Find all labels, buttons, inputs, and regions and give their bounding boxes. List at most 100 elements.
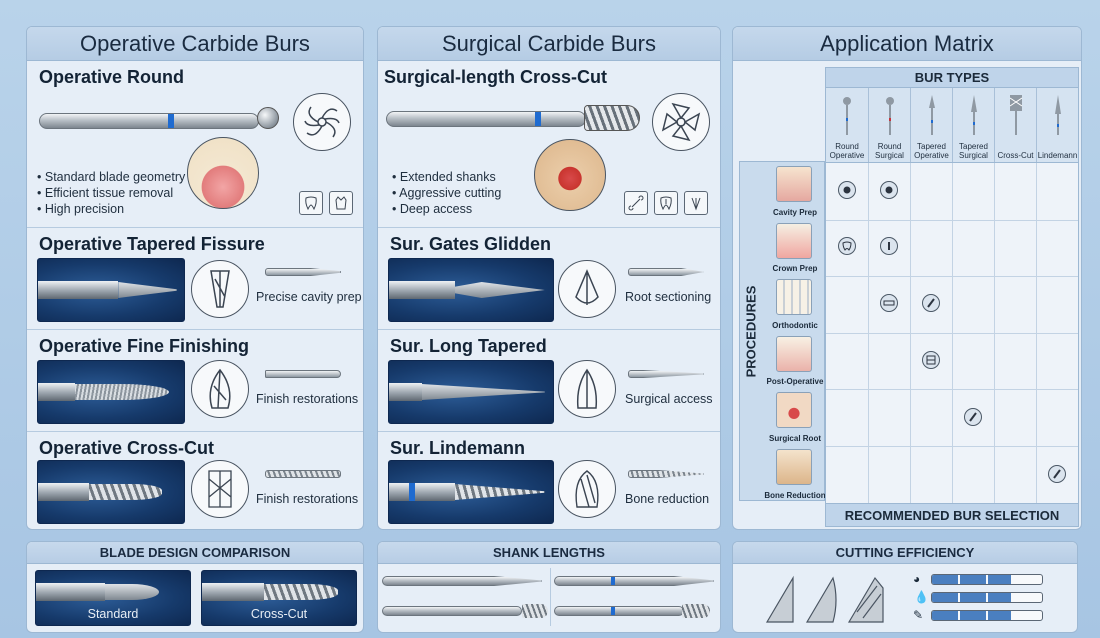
procedure-post-operative: Post-Operative xyxy=(762,332,823,389)
surgical-panel-title: Surgical Carbide Burs xyxy=(378,27,720,61)
operative-round-features: Standard blade geometry Efficient tissue… xyxy=(37,169,185,217)
bur-type-label: Tapered Operative xyxy=(914,142,949,160)
crosscut-blade-photo: Cross-Cut xyxy=(201,570,357,626)
braces-mark-icon xyxy=(880,294,898,312)
surgical-crosscut-title: Surgical-length Cross-Cut xyxy=(384,67,608,87)
round-head xyxy=(257,107,279,129)
bone-reduction-image xyxy=(776,449,812,485)
surgical-lindemann-desc: Bone reduction xyxy=(625,492,710,506)
bur-type-label: Tapered Surgical xyxy=(959,142,988,160)
procedure-name: Surgical Root xyxy=(768,433,821,443)
short-shank-crosscut-bur xyxy=(382,606,522,616)
bur-mark-icon xyxy=(1048,465,1066,483)
efficiency-bar-1 xyxy=(931,574,1043,585)
bur-types-title: BUR TYPES xyxy=(826,68,1078,88)
tapered-fissure-photo xyxy=(37,258,185,322)
bur-type-label: Round Operative xyxy=(829,142,865,160)
speed-icon: ◕ xyxy=(913,572,921,586)
short-shank-bur xyxy=(382,576,542,586)
long-cross-section-icon xyxy=(558,360,616,418)
procedure-crown-prep: Crown Prep xyxy=(762,219,822,276)
application-grid xyxy=(825,163,1079,503)
post-operative-image xyxy=(776,335,812,372)
operative-tapered-desc: Precise cavity prep xyxy=(256,290,362,304)
operative-panel: Operative Carbide Burs Operative Round S… xyxy=(26,26,364,530)
operative-round-section: Operative Round Standard blade geometry … xyxy=(27,61,363,227)
cavity-prep-image xyxy=(776,166,812,202)
blade-angle-shapes xyxy=(765,575,884,623)
operative-crosscut-desc: Finish restorations xyxy=(256,492,359,506)
procedure-bone-reduction: Bone Reduction xyxy=(762,445,826,502)
bur-mark-icon xyxy=(964,408,982,426)
bur-type-column: Tapered Operative xyxy=(910,88,952,162)
molar-icon xyxy=(654,191,678,215)
operative-fine-desc: Finish restorations xyxy=(256,392,359,406)
surgical-crosscut-bur xyxy=(386,111,586,127)
standard-label: Standard xyxy=(87,607,139,621)
procedure-cavity-prep: Cavity Prep xyxy=(762,162,822,219)
feature-item: High precision xyxy=(37,201,185,217)
operative-crosscut-title: Operative Cross-Cut xyxy=(39,438,215,458)
gates-cross-section-icon xyxy=(558,260,616,318)
root-icon xyxy=(684,191,708,215)
bur-mark-icon xyxy=(880,237,898,255)
surgical-crosscut-features: Extended shanks Aggressive cutting Deep … xyxy=(392,169,501,217)
procedures-column: PROCEDURES Cavity Prep Crown Prep Orthod… xyxy=(739,161,826,502)
feature-item: Extended shanks xyxy=(392,169,501,185)
crosscut-head-short xyxy=(522,604,548,618)
shank-lengths-panel: SHANK LENGTHS xyxy=(377,541,721,633)
bur-type-label: Round Surgical xyxy=(875,142,904,160)
bur-types-header: BUR TYPES Round Operative Round Surgical… xyxy=(825,67,1079,163)
crown-icon xyxy=(329,191,353,215)
crosscut-head-long xyxy=(682,604,710,618)
dot-icon xyxy=(838,181,856,199)
bone-illustration xyxy=(534,139,606,211)
surgical-lindemann-title: Sur. Lindemann xyxy=(390,438,526,458)
crosscut-label: Cross-Cut xyxy=(250,607,308,621)
fine-finishing-photo xyxy=(37,360,185,424)
crown-prep-image xyxy=(776,222,812,259)
feature-item: Aggressive cutting xyxy=(392,185,501,201)
bur-type-label: Lindemann xyxy=(1037,151,1078,160)
efficiency-bar-2 xyxy=(931,592,1043,603)
operative-panel-title: Operative Carbide Burs xyxy=(27,27,363,61)
bur-type-column: Cross-Cut xyxy=(994,88,1036,162)
feature-item: Standard blade geometry xyxy=(37,169,185,185)
bur-mark-icon xyxy=(922,294,940,312)
matrix-footer: RECOMMENDED BUR SELECTION xyxy=(825,503,1079,527)
surgical-crosscut-section: Surgical-length Cross-Cut Extended shank… xyxy=(378,61,720,227)
tooth-illustration xyxy=(187,137,259,209)
operative-round-title: Operative Round xyxy=(39,67,185,87)
surgical-lindemann-section: Sur. Lindemann Bone reduction xyxy=(378,431,720,529)
gates-glidden-photo xyxy=(388,258,554,322)
bur-type-column: Round Surgical xyxy=(868,88,910,162)
operative-tapered-section: Operative Tapered Fissure Precise cavity… xyxy=(27,227,363,329)
procedure-name: Orthodontic xyxy=(772,320,818,330)
surgical-long-title: Sur. Long Tapered xyxy=(390,336,547,356)
procedure-name: Cavity Prep xyxy=(772,207,818,217)
tooth-mark-icon xyxy=(838,237,856,255)
fine-mini-bur-icon xyxy=(265,370,341,378)
fine-cross-section-icon xyxy=(191,360,249,418)
surgical-long-section: Sur. Long Tapered Surgical access xyxy=(378,329,720,431)
matrix-panel: Application Matrix BUR TYPES Round Opera… xyxy=(732,26,1082,530)
long-mini-bur-icon xyxy=(628,370,704,378)
tapered-mini-bur-icon xyxy=(265,268,341,276)
procedure-orthodontic: Orthodontic xyxy=(762,275,822,332)
procedure-surgical-root: Surgical Root xyxy=(762,388,822,445)
crosscut-x-section-icon xyxy=(652,93,710,151)
surgical-long-desc: Surgical access xyxy=(625,392,713,406)
bur-type-column: Tapered Surgical xyxy=(952,88,994,162)
long-shank-bur xyxy=(554,576,714,586)
lindemann-mini-bur-icon xyxy=(628,470,704,478)
long-shank-crosscut-bur xyxy=(554,606,684,616)
shank-divider xyxy=(550,568,551,626)
feature-item: Deep access xyxy=(392,201,501,217)
surgical-root-image xyxy=(776,392,812,429)
efficiency-bar-3 xyxy=(931,610,1043,621)
procedure-name: Post-Operative xyxy=(766,377,824,387)
operative-fine-title: Operative Fine Finishing xyxy=(39,336,250,356)
long-tapered-photo xyxy=(388,360,554,424)
round-blade-cross-section-icon xyxy=(293,93,351,151)
bur-type-label: Cross-Cut xyxy=(997,151,1034,160)
